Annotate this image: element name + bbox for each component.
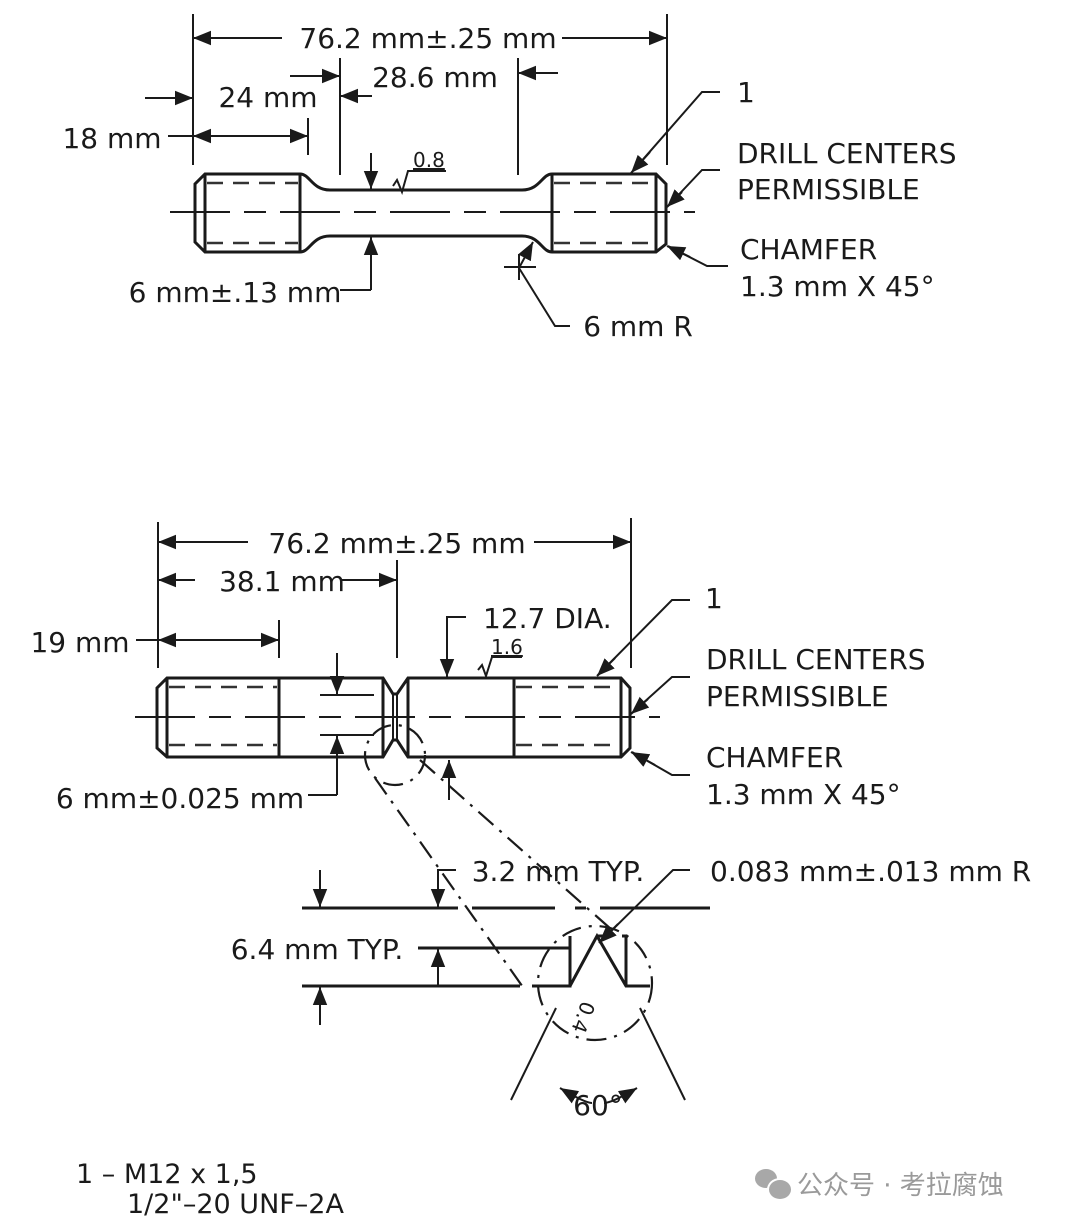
top-grip-length-label: 24 mm <box>218 81 317 114</box>
surface-finish-symbol <box>477 656 522 680</box>
angle-extension-line <box>510 1007 557 1101</box>
thread-note: 1 – M12 x 1,5 1/2"–20 UNF–2A <box>76 1159 344 1220</box>
drill-centers-leader <box>631 676 690 714</box>
notch-width-label: 3.2 mm TYP. <box>472 855 645 888</box>
watermark-text: 公众号 · 考拉腐蚀 <box>797 1171 1004 1201</box>
angle-arc <box>603 1087 638 1104</box>
bottom-root-diameter-label: 6 mm±0.025 mm <box>56 782 304 815</box>
chamfer-leader <box>666 245 691 261</box>
root-radius-leader <box>598 923 619 944</box>
notch-profile <box>568 932 650 988</box>
thread-callout-leader <box>597 599 690 676</box>
detail-circle <box>363 723 427 787</box>
thread-note-line2: 1/2"–20 UNF–2A <box>127 1189 344 1220</box>
radius-leader <box>518 241 534 269</box>
thread-note-line1: 1 – M12 x 1,5 <box>76 1159 258 1190</box>
top-chamfer-line1: CHAMFER <box>740 233 877 266</box>
diameter-leader <box>446 616 466 676</box>
bottom-drill-centers-line1: DRILL CENTERS <box>706 643 926 676</box>
bottom-body-diameter-label: 12.7 DIA. <box>483 602 612 635</box>
watermark: 公众号 · 考拉腐蚀 <box>755 1165 1004 1202</box>
top-thread-callout: 1 <box>737 76 755 109</box>
drill-centers-leader <box>666 189 685 208</box>
angle-extension-line <box>639 1007 686 1101</box>
detail-projection-line <box>374 777 526 991</box>
top-drill-centers-line1: DRILL CENTERS <box>737 137 957 170</box>
bottom-drill-centers-line2: PERMISSIBLE <box>706 680 889 713</box>
top-thread-length-label: 18 mm <box>62 122 161 155</box>
thread-callout-leader <box>631 91 720 173</box>
top-surface-finish-label: 0.8 <box>413 148 445 172</box>
surface-finish-symbol <box>392 170 446 196</box>
angle-arc <box>559 1087 593 1104</box>
root-radius-leader <box>599 869 690 943</box>
bottom-notch-location-label: 38.1 mm <box>219 565 345 598</box>
top-reduced-length-label: 28.6 mm <box>372 61 498 94</box>
top-gauge-diameter-label: 6 mm±.13 mm <box>129 276 342 309</box>
notch-angle-label: 60° <box>573 1089 623 1122</box>
bottom-surface-finish-label: 1.6 <box>491 635 523 659</box>
bottom-thread-length-label: 19 mm <box>30 626 129 659</box>
top-chamfer-line2: 1.3 mm X 45° <box>740 270 935 303</box>
top-specimen: 76.2 mm±.25 mm 28.6 mm 24 mm 18 mm 0.8 6… <box>62 14 957 343</box>
thread-callout-leader <box>596 657 616 677</box>
notch-detail: 60° 0.4 3.2 mm TYP. 6.4 mm TYP. 0.083 mm… <box>231 855 1031 1122</box>
top-drill-centers-line2: PERMISSIBLE <box>737 173 920 206</box>
thread-callout-leader <box>630 151 651 174</box>
detail-projection-line <box>419 759 613 931</box>
bottom-overall-length-label: 76.2 mm±.25 mm <box>268 527 525 560</box>
drill-centers-leader <box>667 169 720 207</box>
chamfer-leader <box>630 751 656 767</box>
bottom-specimen: 76.2 mm±.25 mm 38.1 mm 19 mm 12.7 DIA. 1… <box>30 518 926 991</box>
root-radius-label: 0.083 mm±.013 mm R <box>710 855 1031 888</box>
top-overall-length-label: 76.2 mm±.25 mm <box>299 22 556 55</box>
bottom-thread-callout: 1 <box>705 582 723 615</box>
notch-depth-label: 6.4 mm TYP. <box>231 933 404 966</box>
chamfer-leader <box>631 751 690 776</box>
drill-centers-leader <box>630 696 650 715</box>
bottom-chamfer-line1: CHAMFER <box>706 741 843 774</box>
detail-circle <box>536 924 654 1042</box>
top-fillet-radius-label: 6 mm R <box>583 310 693 343</box>
notch-surface-finish-label: 0.4 <box>566 998 599 1036</box>
bottom-chamfer-line2: 1.3 mm X 45° <box>706 778 901 811</box>
radius-leader <box>518 267 570 327</box>
wechat-icon <box>755 1168 793 1201</box>
chamfer-leader <box>667 245 728 267</box>
notch-profile <box>532 936 572 988</box>
